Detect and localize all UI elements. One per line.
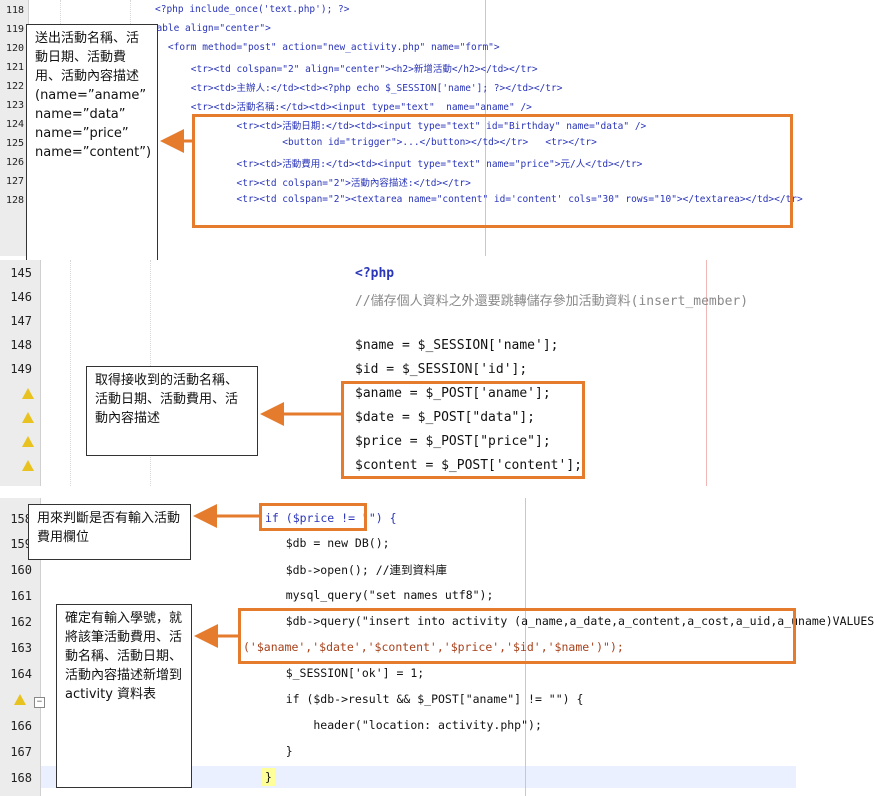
line-number: 149 <box>10 362 32 376</box>
annotation-note-price-check: 用來判斷是否有輸入活動費用欄位 <box>28 504 191 560</box>
code-line: $name = $_SESSION['name']; <box>355 338 559 353</box>
line-number: 128 <box>5 195 24 206</box>
code-line: $db->query("insert into activity (a_name… <box>258 614 874 628</box>
code-line: <tr><td>活動日期:</td><td><input type="text"… <box>145 121 647 132</box>
line-number: 168 <box>10 771 32 785</box>
annotation-note-insert: 確定有輸入學號，就將該筆活動費用、活動名稱、活動日期、活動內容描述新增到 act… <box>56 604 192 788</box>
callout-arrows <box>160 129 341 648</box>
line-number: 124 <box>5 119 24 130</box>
line-number: 121 <box>5 62 24 73</box>
highlight-box-post-vars <box>341 381 585 479</box>
line-number: 127 <box>5 176 24 187</box>
code-line: <button id="trigger">...</button></td></… <box>145 137 597 148</box>
warning-icon[interactable] <box>22 388 34 399</box>
code-line: <tr><td colspan="2" align="center"><h2>新… <box>145 64 538 75</box>
highlight-box-insert-query <box>238 608 796 664</box>
warning-icon[interactable] <box>14 694 26 705</box>
line-number-gutter: 145 146 147 148 149 <box>0 260 41 486</box>
code-line: if ($db->result && $_POST["aname"] != ""… <box>258 692 584 706</box>
code-line: $id = $_SESSION['id']; <box>355 362 528 377</box>
highlight-box-price-check <box>259 503 367 531</box>
code-line: $aname = $_POST['aname']; <box>355 386 551 401</box>
code-line: } <box>262 768 275 786</box>
code-line: <?php include_once('text.php'); ?> <box>155 4 350 15</box>
code-line: //儲存個人資料之外還要跳轉儲存參加活動資料(insert_member) <box>355 294 749 309</box>
line-number: 120 <box>5 43 24 54</box>
line-number: 146 <box>10 290 32 304</box>
code-line: $price = $_POST["price"]; <box>355 434 551 449</box>
code-line: <table align="center"> <box>145 23 271 34</box>
code-line: $db = new DB(); <box>258 536 390 550</box>
code-line: $date = $_POST["data"]; <box>355 410 536 425</box>
code-line: } <box>258 744 293 758</box>
line-number: 158 <box>10 512 32 526</box>
annotation-note-post-values: 取得接收到的活動名稱、活動日期、活動費用、活動內容描述 <box>86 366 258 456</box>
line-number: 161 <box>10 589 32 603</box>
code-line: mysql_query("set names utf8"); <box>258 588 494 602</box>
current-line-highlight <box>41 766 796 788</box>
code-line: ('$aname','$date','$content','$price','$… <box>243 640 624 654</box>
line-number: 164 <box>10 667 32 681</box>
code-line: <tr><td colspan="2">活動內容描述:</td></tr> <box>145 178 471 189</box>
line-number: 162 <box>10 615 32 629</box>
line-number: 166 <box>10 719 32 733</box>
fold-toggle-icon[interactable]: − <box>34 697 45 708</box>
line-number: 123 <box>5 100 24 111</box>
line-number: 122 <box>5 81 24 92</box>
code-line: header("location: activity.php"); <box>258 718 542 732</box>
line-number: 148 <box>10 338 32 352</box>
warning-icon[interactable] <box>22 412 34 423</box>
line-number: 145 <box>10 266 32 280</box>
line-number: 126 <box>5 157 24 168</box>
code-line: $_SESSION['ok'] = 1; <box>258 666 425 680</box>
warning-icon[interactable] <box>22 460 34 471</box>
line-number: 119 <box>5 24 24 35</box>
line-number: 160 <box>10 563 32 577</box>
code-line: <form method="post" action="new_activity… <box>145 42 500 53</box>
highlight-box-form-inputs <box>192 114 793 228</box>
code-panel-php-post: 145 146 147 148 149 <?php //儲存個人資料之外還要跳轉… <box>0 260 796 486</box>
code-line: $db->open(); //連到資料庫 <box>258 563 448 577</box>
line-number: 159 <box>10 537 32 551</box>
line-number: 147 <box>10 314 32 328</box>
code-line: <tr><td>主辦人:</td><td><?php echo $_SESSIO… <box>145 83 563 94</box>
line-number: 118 <box>5 5 24 16</box>
code-line: if ($price != "") { <box>265 511 397 525</box>
code-line: $content = $_POST['content']; <box>355 458 582 473</box>
code-line: <?php <box>355 266 395 281</box>
code-line: <tr><td>活動名稱:</td><td><input type="text"… <box>145 102 532 113</box>
line-number: 125 <box>5 138 24 149</box>
code-line: <tr><td>活動費用:</td><td><input type="text"… <box>145 159 643 170</box>
code-panel-php-insert: 158 159 160 161 162 163 164 166 167 168 … <box>0 498 874 796</box>
code-line: <tr><td colspan="2"><textarea name="cont… <box>145 194 803 205</box>
line-number: 167 <box>10 745 32 759</box>
warning-icon[interactable] <box>22 436 34 447</box>
code-panel-html-form: 118 119 120 121 122 123 124 125 126 127 … <box>0 0 803 268</box>
line-number: 163 <box>10 641 32 655</box>
annotation-note-form-fields: 送出活動名稱、活動日期、活動費用、活動內容描述 (name=”aname” na… <box>26 24 158 268</box>
